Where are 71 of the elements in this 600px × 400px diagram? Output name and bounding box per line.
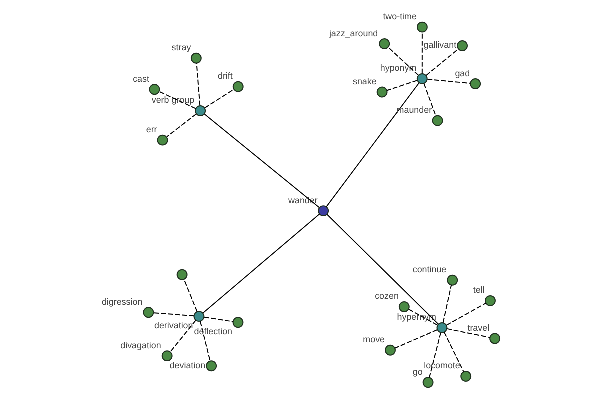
- node-label: cozen: [374, 291, 398, 302]
- node-label: snake: [352, 76, 376, 87]
- node-label: err: [146, 124, 157, 135]
- connector: [326, 82, 420, 208]
- connector: [183, 279, 198, 312]
- node-circle: [156, 134, 168, 146]
- node-label: move: [362, 334, 385, 345]
- connector: [446, 302, 486, 326]
- connector: [426, 78, 471, 84]
- node-circle: [378, 38, 390, 50]
- connector: [386, 80, 418, 92]
- connector: [202, 214, 320, 314]
- node-circle: [376, 86, 388, 98]
- node-circle: [416, 73, 428, 84]
- node-circle: [436, 322, 448, 334]
- connector: [394, 330, 438, 349]
- connector: [423, 83, 436, 117]
- node-circle: [161, 350, 172, 362]
- connector: [199, 321, 210, 362]
- connector: [425, 48, 458, 76]
- node-circle: [193, 311, 204, 322]
- connector: [196, 63, 200, 106]
- node-circle: [470, 78, 481, 90]
- node-circle: [194, 106, 206, 116]
- node-label: jazz_around: [328, 28, 378, 38]
- node-circle: [422, 377, 434, 388]
- node-label: continue: [412, 264, 446, 275]
- node-circle: [206, 360, 217, 372]
- connector: [326, 214, 439, 325]
- connector: [166, 114, 197, 138]
- node-circle: [489, 333, 500, 344]
- node-circle: [432, 115, 443, 126]
- node-label: digression: [101, 296, 142, 307]
- node-label: deviation: [169, 360, 206, 370]
- node-label: stray: [171, 42, 191, 53]
- connector: [443, 332, 464, 372]
- node-circle: [398, 301, 410, 312]
- node-label: deflection: [194, 326, 232, 337]
- connector: [152, 312, 194, 317]
- node-circle: [456, 40, 468, 52]
- connector: [203, 316, 234, 322]
- node-label: derivation: [154, 320, 193, 331]
- node-circle: [484, 295, 496, 306]
- node-label: divagation: [120, 340, 161, 350]
- connector: [428, 332, 441, 378]
- node-label: two-time: [382, 12, 416, 22]
- node-label: gad: [454, 68, 470, 78]
- node-label: travel: [467, 322, 490, 333]
- connector: [442, 284, 452, 324]
- connector: [170, 320, 196, 352]
- node-label: gallivant: [423, 40, 456, 50]
- connector: [446, 328, 490, 338]
- node-label: drift: [217, 71, 232, 82]
- node-circle: [460, 371, 472, 382]
- connector: [204, 89, 234, 109]
- node-circle: [318, 206, 329, 216]
- node-circle: [446, 274, 458, 286]
- node-circle: [232, 317, 244, 328]
- node-circle: [416, 22, 428, 33]
- node-label: go: [412, 366, 422, 377]
- node-label: tell: [472, 285, 484, 296]
- node-circle: [190, 52, 202, 64]
- node-label: locomote: [424, 360, 460, 371]
- node-circle: [384, 344, 396, 356]
- connector: [204, 114, 320, 208]
- node-label: cast: [132, 74, 149, 84]
- node-circle: [176, 269, 188, 280]
- node-circle: [232, 81, 244, 92]
- node-circle: [142, 307, 154, 318]
- connector: [421, 32, 422, 74]
- node-circle: [148, 84, 160, 96]
